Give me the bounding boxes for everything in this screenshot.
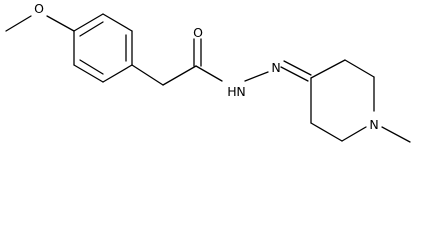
amide-hydrogen-label: H xyxy=(227,84,236,99)
n-n-bond xyxy=(244,71,269,82)
carbonyl-oxygen-label: O xyxy=(193,25,203,40)
ring-double-bond xyxy=(79,59,104,75)
ring-bond xyxy=(341,126,367,142)
ring-bond xyxy=(310,122,343,142)
structure-canvas: O O N H N N xyxy=(5,1,411,143)
ring-bond xyxy=(344,59,375,78)
n-methyl-bond xyxy=(381,126,411,143)
methoxy-group xyxy=(5,15,75,32)
ring-bond xyxy=(73,13,104,32)
piperidine-nitrogen-label: N xyxy=(369,117,378,132)
imine-double-bond xyxy=(280,66,309,82)
imine-nitrogen-label: N xyxy=(271,60,280,75)
ring-bond xyxy=(102,64,133,83)
acetyl-linker xyxy=(131,38,223,86)
benzene-ring xyxy=(73,13,133,83)
ring-bond xyxy=(73,64,104,83)
imine-double-bond xyxy=(283,60,312,76)
methoxy-oxygen-label: O xyxy=(34,1,44,16)
ch2-carbonyl-bond xyxy=(162,65,197,86)
ring-double-bond xyxy=(79,21,104,37)
aryl-ch2-bond xyxy=(131,64,164,86)
o-aryl-bond xyxy=(46,15,75,32)
hydrazone-group xyxy=(244,60,312,82)
methyl-o-bond xyxy=(5,15,32,32)
piperidine-ring xyxy=(310,59,411,143)
molecule-structure: O O N H N N xyxy=(5,1,411,143)
ring-bond xyxy=(310,59,346,79)
carbonyl-n-bond xyxy=(195,65,223,82)
amide-nitrogen-label: N xyxy=(236,84,245,99)
ring-bond xyxy=(102,13,133,32)
